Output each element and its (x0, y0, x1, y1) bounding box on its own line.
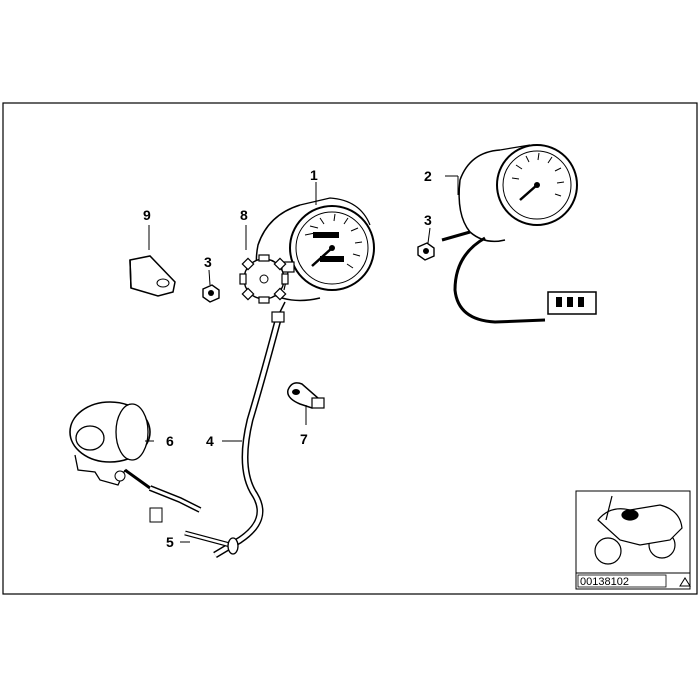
callout-1: 1 (310, 167, 318, 183)
gear-ring-part (239, 254, 289, 304)
bracket-part (129, 255, 176, 297)
callout-8: 8 (240, 207, 248, 223)
leader-lines (145, 175, 459, 543)
inset-thumbnail: 00138102 (575, 490, 691, 590)
screw-part (184, 530, 239, 555)
drive-unit-part (69, 401, 202, 523)
nut-part-left (202, 284, 220, 303)
triangle-icon (679, 577, 691, 587)
tachometer-part (441, 144, 597, 324)
callout-3-left: 3 (204, 254, 212, 270)
callout-2: 2 (424, 168, 432, 184)
connector-part (287, 382, 325, 409)
callout-3-right: 3 (424, 212, 432, 228)
inset-code: 00138102 (580, 576, 629, 588)
callout-7: 7 (300, 431, 308, 447)
speedo-cable-part (213, 301, 286, 559)
motorcycle-icon (594, 495, 683, 565)
diagram-frame (2, 102, 698, 595)
callout-9: 9 (143, 207, 151, 223)
callout-6: 6 (166, 433, 174, 449)
callout-4: 4 (206, 433, 214, 449)
callout-5: 5 (166, 534, 174, 550)
nut-part-right (417, 242, 435, 261)
